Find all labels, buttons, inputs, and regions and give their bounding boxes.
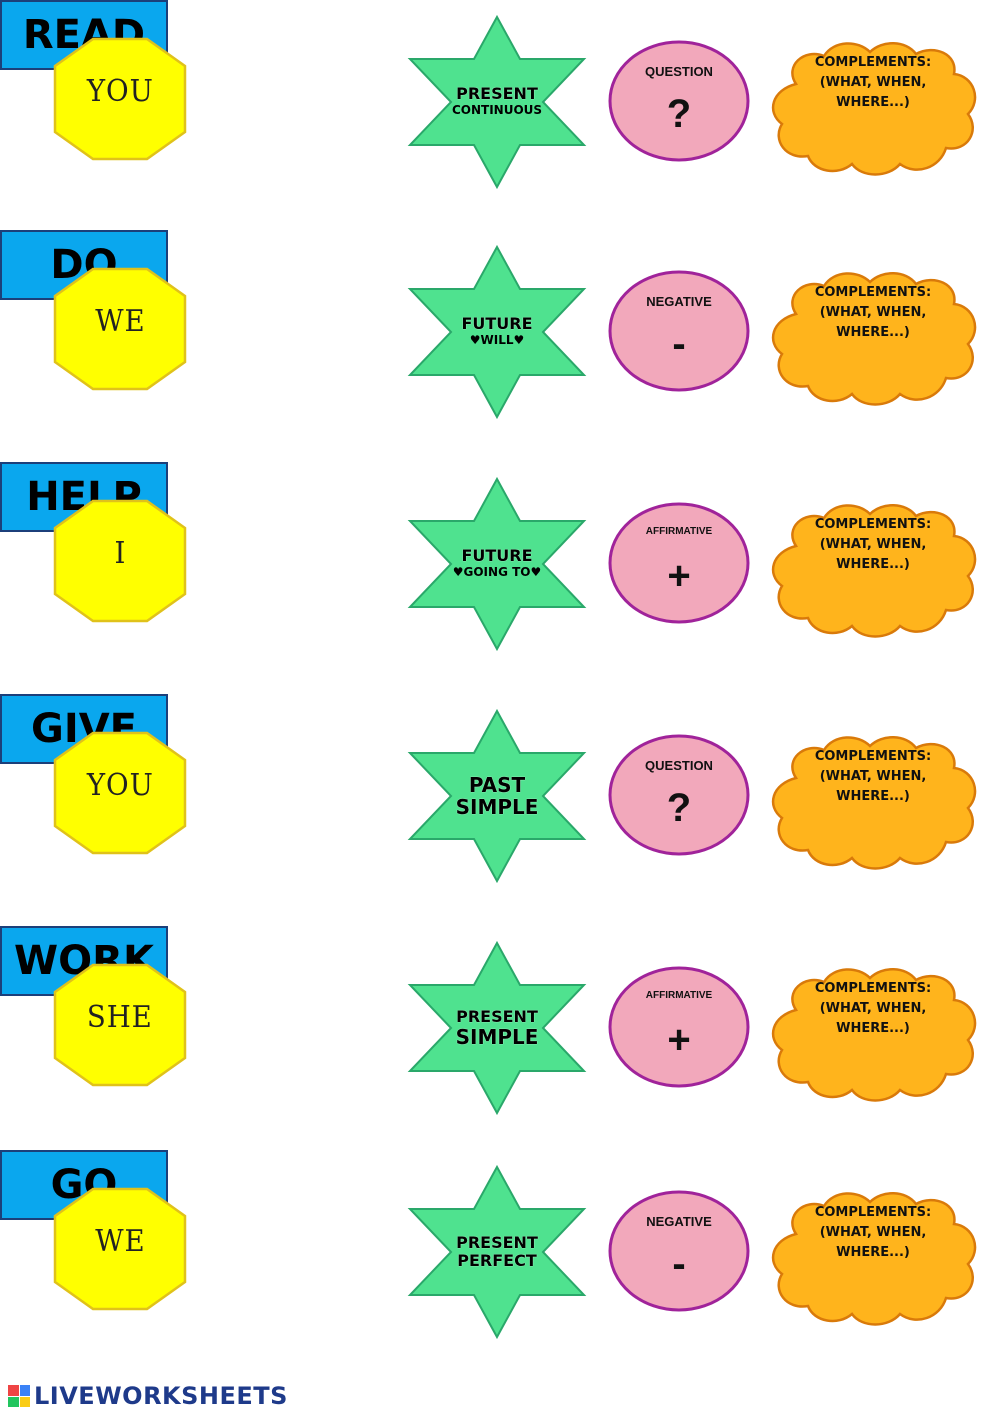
sentence-type-circle: AFFIRMATIVE + (608, 502, 750, 624)
tense-star: FUTURE♥WILL♥ (407, 244, 587, 420)
tense-star: FUTURE♥GOING TO♥ (407, 476, 587, 652)
subject-label: YOU (86, 73, 154, 109)
sentence-type-circle: QUESTION ? (608, 40, 750, 162)
sentence-type-label: AFFIRMATIVE (645, 526, 713, 537)
complements-line-3: WHERE...) (836, 789, 910, 805)
subject-octagon: SHE (53, 963, 187, 1087)
sentence-type-label: QUESTION (645, 64, 713, 79)
tense-line-2: SIMPLE (455, 795, 539, 819)
complements-line-3: WHERE...) (836, 325, 910, 341)
subject-label: WE (94, 1223, 146, 1259)
subject-label: SHE (87, 999, 153, 1035)
subject-label: YOU (86, 767, 154, 803)
footer: LIVEWORKSHEETS (8, 1381, 288, 1411)
tense-line-2: ♥WILL♥ (469, 333, 525, 347)
tense-line-2: SIMPLE (455, 1024, 539, 1049)
complements-line-2: (WHAT, WHEN, (819, 1000, 927, 1016)
sentence-type-label: NEGATIVE (646, 294, 712, 309)
sentence-type-circle: QUESTION ? (608, 734, 750, 856)
complements-cloud: COMPLEMENTS: (WHAT, WHEN, WHERE...) (766, 38, 980, 180)
sentence-type-label: QUESTION (645, 758, 713, 773)
sentence-type-symbol: - (672, 322, 686, 366)
sentence-type-symbol: + (667, 1018, 691, 1062)
subject-octagon: I (53, 499, 187, 623)
complements-cloud: COMPLEMENTS: (WHAT, WHEN, WHERE...) (766, 1188, 980, 1330)
sentence-type-circle: NEGATIVE - (608, 270, 750, 392)
complements-line-3: WHERE...) (836, 1021, 910, 1037)
tense-line-1: PAST (468, 773, 526, 797)
complements-line-2: (WHAT, WHEN, (819, 304, 927, 320)
sentence-type-symbol: ? (666, 92, 692, 136)
complements-cloud: COMPLEMENTS: (WHAT, WHEN, WHERE...) (766, 268, 980, 410)
card-row: I HELP FUTURE♥GOING TO♥ AFFIRMATIVE + CO… (0, 462, 1000, 652)
brand-name[interactable]: LIVEWORKSHEETS (34, 1382, 288, 1410)
sentence-type-label: NEGATIVE (646, 1214, 712, 1229)
tense-line-1: PRESENT (456, 84, 538, 104)
tense-line-1: PRESENT (456, 1007, 538, 1027)
sentence-type-circle: NEGATIVE - (608, 1190, 750, 1312)
subject-octagon: WE (53, 267, 187, 391)
sentence-type-symbol: ? (666, 786, 692, 830)
sentence-type-circle: AFFIRMATIVE + (608, 966, 750, 1088)
complements-title: COMPLEMENTS: (814, 54, 932, 70)
subject-octagon: WE (53, 1187, 187, 1311)
complements-cloud: COMPLEMENTS: (WHAT, WHEN, WHERE...) (766, 732, 980, 874)
complements-line-3: WHERE...) (836, 95, 910, 111)
subject-label: WE (94, 303, 146, 339)
complements-line-2: (WHAT, WHEN, (819, 74, 927, 90)
card-row: WE DO FUTURE♥WILL♥ NEGATIVE - COMPLEMENT… (0, 230, 1000, 420)
sentence-type-symbol: - (672, 1242, 686, 1286)
subject-octagon: YOU (53, 37, 187, 161)
sentence-type-symbol: + (667, 554, 691, 598)
complements-title: COMPLEMENTS: (814, 748, 932, 764)
liveworksheets-logo-icon (8, 1385, 30, 1407)
tense-line-1: PRESENT (456, 1233, 538, 1253)
complements-cloud: COMPLEMENTS: (WHAT, WHEN, WHERE...) (766, 500, 980, 642)
complements-cloud: COMPLEMENTS: (WHAT, WHEN, WHERE...) (766, 964, 980, 1106)
subject-label: I (114, 535, 126, 571)
complements-line-2: (WHAT, WHEN, (819, 1224, 927, 1240)
complements-line-2: (WHAT, WHEN, (819, 768, 927, 784)
complements-title: COMPLEMENTS: (814, 1204, 932, 1220)
complements-line-2: (WHAT, WHEN, (819, 536, 927, 552)
tense-line-2: ♥GOING TO♥ (452, 565, 542, 579)
complements-line-3: WHERE...) (836, 557, 910, 573)
complements-title: COMPLEMENTS: (814, 980, 932, 996)
tense-line-1: FUTURE (461, 314, 533, 334)
complements-title: COMPLEMENTS: (814, 516, 932, 532)
complements-title: COMPLEMENTS: (814, 284, 932, 300)
tense-line-1: FUTURE (461, 546, 533, 566)
sentence-type-label: AFFIRMATIVE (645, 990, 713, 1001)
tense-line-2: CONTINUOUS (451, 103, 543, 117)
subject-octagon: YOU (53, 731, 187, 855)
complements-line-3: WHERE...) (836, 1245, 910, 1261)
tense-line-2: PERFECT (457, 1251, 537, 1270)
